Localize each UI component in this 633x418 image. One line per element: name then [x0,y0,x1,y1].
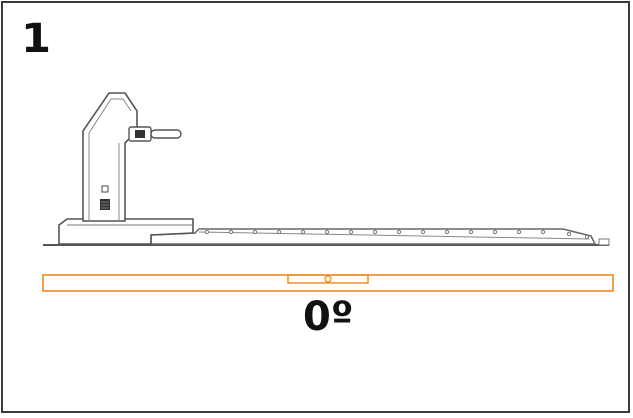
angle-label: 0º [303,294,354,340]
connector-grip [135,130,145,138]
instruction-panel: 1 [1,1,630,413]
dock-stand-inner-edge [88,98,132,221]
connector-pin [150,129,182,139]
keyboard-dock-illustration [42,92,614,292]
dock-stand [82,92,138,222]
keyboard-body [150,228,597,245]
keyboard-foot [598,238,610,246]
keyboard-edge-line [198,231,590,240]
level-bubble-window [287,274,369,284]
step-number: 1 [21,16,51,62]
keyboard-key-bumps [204,229,590,240]
level-bubble [324,275,332,283]
port-icon [101,185,109,193]
